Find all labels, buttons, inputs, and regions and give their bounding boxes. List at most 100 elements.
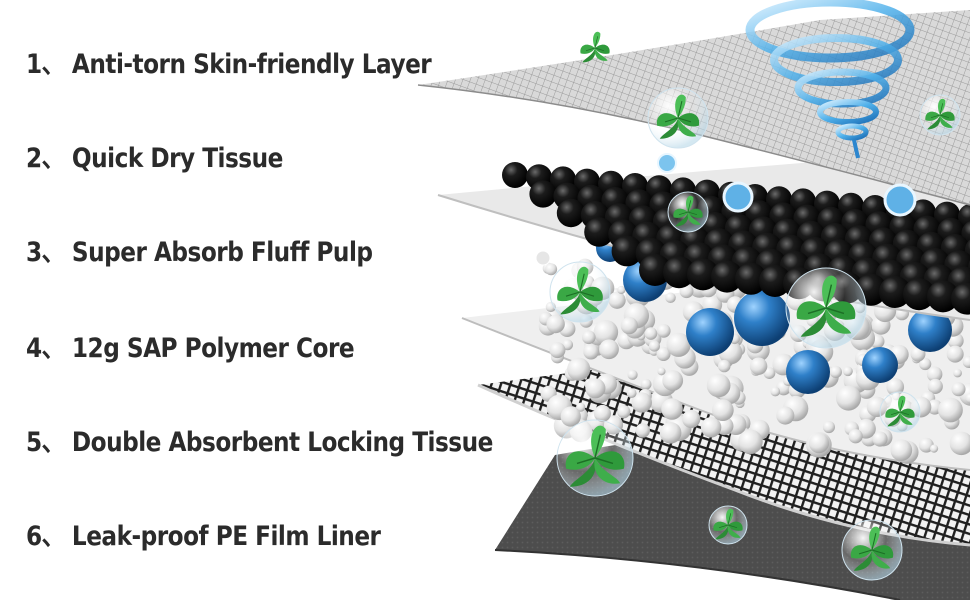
- bead: [656, 346, 671, 362]
- bead: [890, 439, 913, 462]
- layer-label-3: 3、 Super Absorb Fluff Pulp: [26, 237, 373, 268]
- bead: [663, 256, 695, 289]
- bead: [711, 399, 734, 422]
- bead: [656, 324, 671, 338]
- bead: [848, 429, 863, 444]
- bead: [734, 290, 790, 346]
- bead: [903, 278, 935, 311]
- water-droplet: [722, 181, 754, 213]
- bead: [546, 314, 565, 334]
- layer-label-4: 4、 12g SAP Polymer Core: [26, 333, 355, 364]
- layer-label-6: 6、 Leak-proof PE Film Liner: [26, 521, 381, 552]
- bead: [927, 378, 943, 394]
- bead: [648, 340, 660, 352]
- bead: [599, 339, 619, 360]
- bubble-icon: [667, 191, 709, 233]
- bead: [962, 355, 970, 369]
- bead: [738, 429, 763, 455]
- bead: [886, 378, 905, 396]
- bead: [749, 357, 768, 375]
- bubble-icon: [841, 519, 903, 581]
- bead: [556, 198, 586, 228]
- bead: [611, 235, 643, 267]
- bead: [770, 386, 781, 397]
- bead: [617, 285, 626, 295]
- bead: [926, 366, 943, 383]
- bead: [679, 284, 694, 299]
- bead: [965, 392, 970, 404]
- water-droplet: [657, 153, 677, 173]
- layer-label-5: 5、 Double Absorbent Locking Tissue: [26, 427, 493, 458]
- bead: [700, 417, 722, 438]
- bead: [786, 350, 830, 394]
- bead: [946, 345, 964, 363]
- bubble-icon: [556, 419, 634, 497]
- bubble-icon: [549, 261, 611, 323]
- layer-label-2: 2、 Quick Dry Tissue: [26, 143, 283, 174]
- bead: [735, 262, 767, 295]
- bubble-icon: [879, 391, 921, 433]
- bead: [927, 280, 959, 313]
- bead: [661, 398, 683, 420]
- layer-label-1: 1、 Anti-torn Skin-friendly Layer: [26, 49, 432, 80]
- water-droplet: [883, 183, 917, 217]
- bead: [879, 276, 911, 308]
- bead: [620, 316, 638, 335]
- bead: [644, 327, 658, 340]
- bead: [593, 319, 619, 345]
- bead: [560, 406, 581, 427]
- bead: [626, 388, 637, 399]
- water-droplet: [535, 250, 551, 266]
- bead: [593, 404, 611, 423]
- bead: [718, 359, 731, 373]
- swirl-icon: [745, 0, 915, 159]
- bubble-icon: [919, 94, 961, 136]
- bead: [759, 265, 791, 297]
- bead: [763, 367, 776, 379]
- bead: [776, 406, 795, 425]
- bead: [706, 373, 731, 398]
- bead: [949, 431, 970, 456]
- bead: [687, 258, 719, 291]
- bead: [843, 366, 853, 377]
- bead: [627, 369, 638, 380]
- bead: [657, 367, 666, 376]
- bead: [711, 260, 743, 293]
- bubble-icon: [785, 267, 867, 349]
- bead: [951, 282, 970, 315]
- bead: [947, 332, 964, 349]
- bead: [938, 397, 963, 423]
- bead: [930, 444, 939, 453]
- bead: [686, 308, 734, 356]
- bead: [640, 378, 652, 390]
- bubble-icon: [708, 505, 748, 545]
- bubble-icon: [647, 87, 709, 149]
- bead: [502, 162, 528, 188]
- bead: [951, 382, 966, 397]
- bead: [549, 342, 566, 359]
- bead: [829, 365, 842, 379]
- bead: [567, 357, 591, 381]
- bead: [584, 217, 614, 247]
- bead: [822, 420, 836, 434]
- bead: [665, 292, 676, 304]
- bead: [576, 402, 586, 412]
- bead: [808, 433, 830, 454]
- bead: [659, 422, 682, 444]
- bead: [862, 347, 898, 383]
- bead: [582, 330, 596, 345]
- bead: [608, 291, 626, 309]
- bead: [835, 385, 862, 411]
- bead: [919, 357, 932, 371]
- bead: [662, 370, 684, 391]
- bead: [545, 263, 558, 276]
- bead: [682, 409, 701, 429]
- bead: [617, 405, 631, 419]
- bead: [635, 423, 650, 438]
- bead: [583, 343, 599, 360]
- bead: [872, 431, 888, 447]
- bead: [631, 392, 652, 413]
- layer-labels: 1、 Anti-torn Skin-friendly Layer 2、 Quic…: [26, 49, 493, 552]
- bead: [908, 308, 952, 352]
